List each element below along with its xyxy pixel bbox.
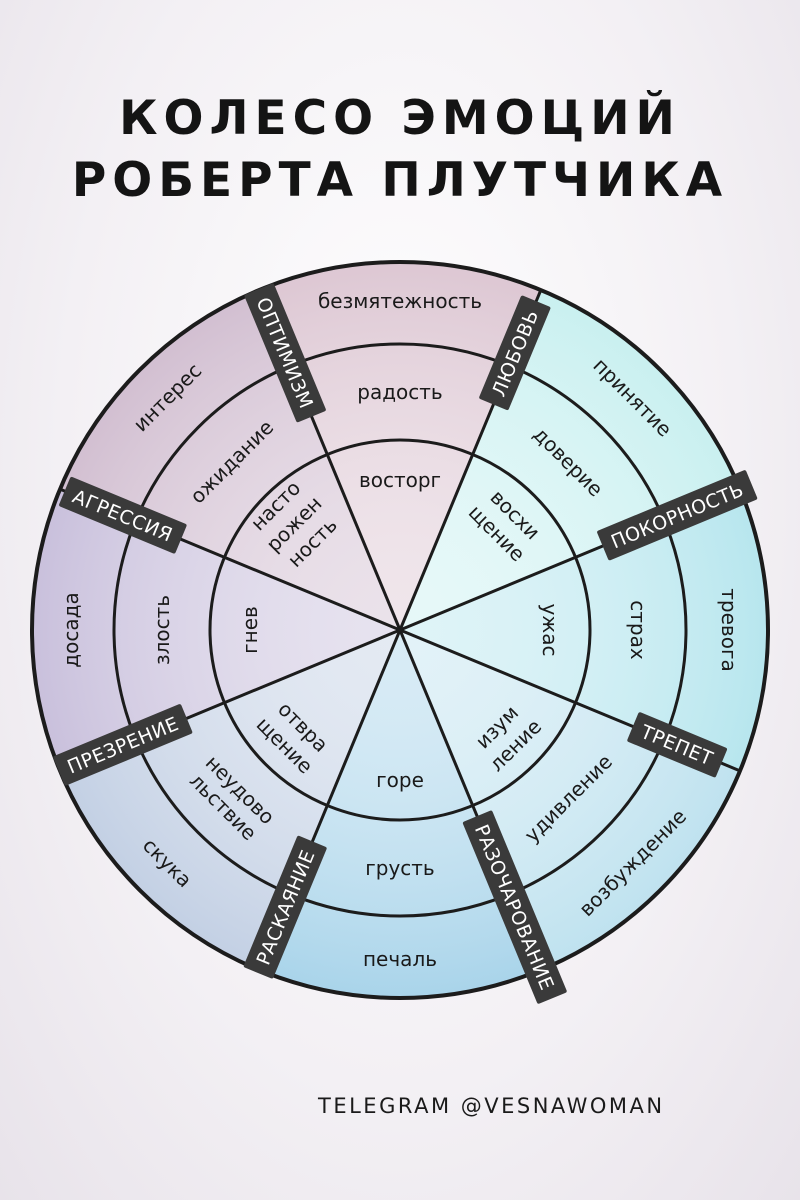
- dyad-tag-bg: [244, 283, 326, 423]
- inner-emotion-label: восторг: [359, 468, 441, 492]
- footer-telegram: TELEGRAM @VESNAWOMAN: [318, 1094, 665, 1118]
- inner-emotion-label: горе: [376, 768, 424, 792]
- outer-emotion-label: безмятежность: [318, 289, 482, 313]
- sector-shade-surprise: [400, 630, 740, 970]
- dyad-tag-bg: [59, 476, 187, 554]
- inner-emotion-label: ужас: [538, 603, 562, 656]
- outer-ring: [30, 260, 770, 1000]
- middle-emotion-label: радость: [357, 380, 442, 404]
- outer-emotion-label: печаль: [363, 947, 437, 971]
- inner-ring: [208, 438, 592, 822]
- middle-emotion-label: страх: [626, 600, 650, 660]
- sector-shade-anticipation: [60, 290, 401, 630]
- title-line-1: КОЛЕСО ЭМОЦИЙ: [119, 91, 681, 146]
- dyad-tag-bg: [479, 295, 551, 411]
- outer-emotion-label: досада: [59, 592, 83, 667]
- dyad-tag-bg: [462, 810, 567, 1004]
- outer-emotion-label: тревога: [717, 588, 741, 671]
- page-title: КОЛЕСО ЭМОЦИЙ РОБЕРТА ПЛУТЧИКА: [0, 88, 800, 212]
- inner-emotion-label: гнев: [238, 606, 262, 654]
- dyad-tag-bg: [53, 704, 193, 786]
- sector-shade-trust: [400, 290, 740, 630]
- title-line-2: РОБЕРТА ПЛУТЧИКА: [71, 153, 729, 208]
- middle-emotion-label: злость: [150, 595, 174, 665]
- middle-emotion-label: грусть: [365, 856, 434, 880]
- dyad-tag-bg: [597, 470, 758, 561]
- middle-ring: [112, 342, 688, 918]
- dyad-tag-bg: [627, 712, 728, 778]
- dyad-tag-bg: [243, 835, 327, 979]
- sector-shade-disgust: [60, 630, 401, 970]
